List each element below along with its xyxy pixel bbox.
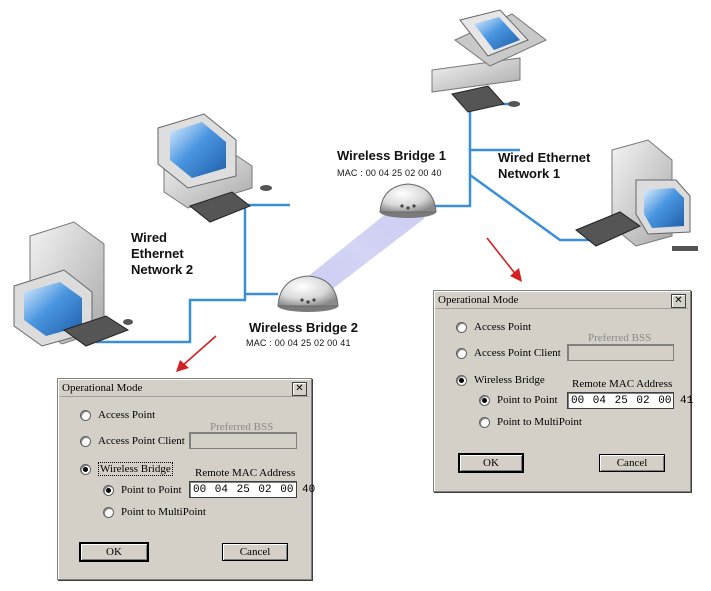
radio-label: Point to MultiPoint xyxy=(121,506,206,518)
server-network1 xyxy=(575,139,698,251)
radio-access-point[interactable]: Access Point xyxy=(80,409,155,421)
preferred-bss-label: Preferred BSS xyxy=(210,421,274,433)
ok-button[interactable]: OK xyxy=(458,453,524,473)
radio-button[interactable] xyxy=(80,409,91,421)
radio-label: Point to MultiPoint xyxy=(497,416,582,428)
radio-label: Access Point Client xyxy=(98,435,185,447)
radio-access-point[interactable]: Access Point xyxy=(456,321,531,333)
radio-label: Wireless Bridge xyxy=(474,374,545,386)
ok-button[interactable]: OK xyxy=(79,542,149,562)
network2-label: Wired Ethernet Network 2 xyxy=(131,230,194,277)
operational-mode-dialog-left: Operational Mode ✕ Access Point Preferre… xyxy=(57,378,315,580)
radio-point-to-point[interactable]: Point to Point xyxy=(479,394,558,406)
server-network2 xyxy=(13,221,133,347)
bridge1-mac-label: MAC : 00 04 25 02 00 40 xyxy=(337,168,442,178)
radio-button[interactable] xyxy=(103,506,114,518)
radio-point-to-point[interactable]: Point to Point xyxy=(103,484,182,496)
radio-button-selected[interactable] xyxy=(103,484,114,496)
radio-button[interactable] xyxy=(456,347,467,359)
remote-mac-label: Remote MAC Address xyxy=(572,378,673,390)
dialog-title: Operational Mode xyxy=(62,382,143,394)
radio-button-selected[interactable] xyxy=(456,374,467,386)
cancel-button[interactable]: Cancel xyxy=(599,454,665,472)
radio-label: Point to Point xyxy=(121,484,182,496)
red-arrow-left xyxy=(176,335,217,372)
wireless-bridge-1-device xyxy=(379,183,437,218)
radio-label: Wireless Bridge xyxy=(98,462,173,476)
remote-mac-label: Remote MAC Address xyxy=(195,467,296,479)
remote-mac-field[interactable]: 00 04 25 02 00 40 xyxy=(189,481,315,498)
radio-access-point-client[interactable]: Access Point Client xyxy=(456,347,561,359)
dialog-title-bar: Operational Mode ✕ xyxy=(436,293,688,309)
radio-button[interactable] xyxy=(456,321,467,333)
operational-mode-dialog-right: Operational Mode ✕ Access Point Preferre… xyxy=(433,290,693,492)
cancel-button[interactable]: Cancel xyxy=(222,543,288,561)
close-icon[interactable]: ✕ xyxy=(292,382,307,396)
radio-button[interactable] xyxy=(479,416,490,428)
cable-network1-bridge xyxy=(414,148,520,208)
dialog-title-bar: Operational Mode ✕ xyxy=(60,381,309,397)
radio-button[interactable] xyxy=(80,435,91,447)
radio-label: Access Point xyxy=(98,409,156,421)
radio-label: Access Point Client xyxy=(474,347,561,359)
radio-label: Point to Point xyxy=(497,394,558,406)
preferred-bss-field[interactable] xyxy=(567,344,674,361)
wireless-bridge-2-device xyxy=(277,275,339,312)
radio-wireless-bridge[interactable]: Wireless Bridge xyxy=(456,374,545,386)
cable-network2-server xyxy=(96,294,247,344)
close-icon[interactable]: ✕ xyxy=(671,294,686,308)
radio-access-point-client[interactable]: Access Point Client xyxy=(80,435,185,447)
radio-wireless-bridge[interactable]: Wireless Bridge xyxy=(80,462,173,476)
bridge2-label: Wireless Bridge 2 xyxy=(249,320,358,335)
radio-label: Access Point xyxy=(474,321,532,333)
radio-button-selected[interactable] xyxy=(80,463,91,475)
bridge2-mac-label: MAC : 00 04 25 02 00 41 xyxy=(246,338,351,348)
bridge1-label: Wireless Bridge 1 xyxy=(337,148,446,163)
cable-network2-bridge xyxy=(243,203,290,296)
network1-label: Wired Ethernet Network 1 xyxy=(498,150,591,181)
cable-network1-pc-top xyxy=(468,102,520,150)
red-arrow-right xyxy=(486,237,522,282)
radio-button-selected[interactable] xyxy=(479,394,490,406)
preferred-bss-field[interactable] xyxy=(189,432,297,449)
wireless-link-beam xyxy=(296,200,425,300)
pc-network1-desktop xyxy=(431,9,547,113)
remote-mac-field[interactable]: 00 04 25 02 00 41 xyxy=(567,392,693,409)
preferred-bss-label: Preferred BSS xyxy=(588,332,652,344)
dialog-title: Operational Mode xyxy=(438,294,519,306)
radio-point-to-multipoint[interactable]: Point to MultiPoint xyxy=(479,416,582,428)
pc-network2-desktop xyxy=(157,113,272,223)
radio-point-to-multipoint[interactable]: Point to MultiPoint xyxy=(103,506,206,518)
